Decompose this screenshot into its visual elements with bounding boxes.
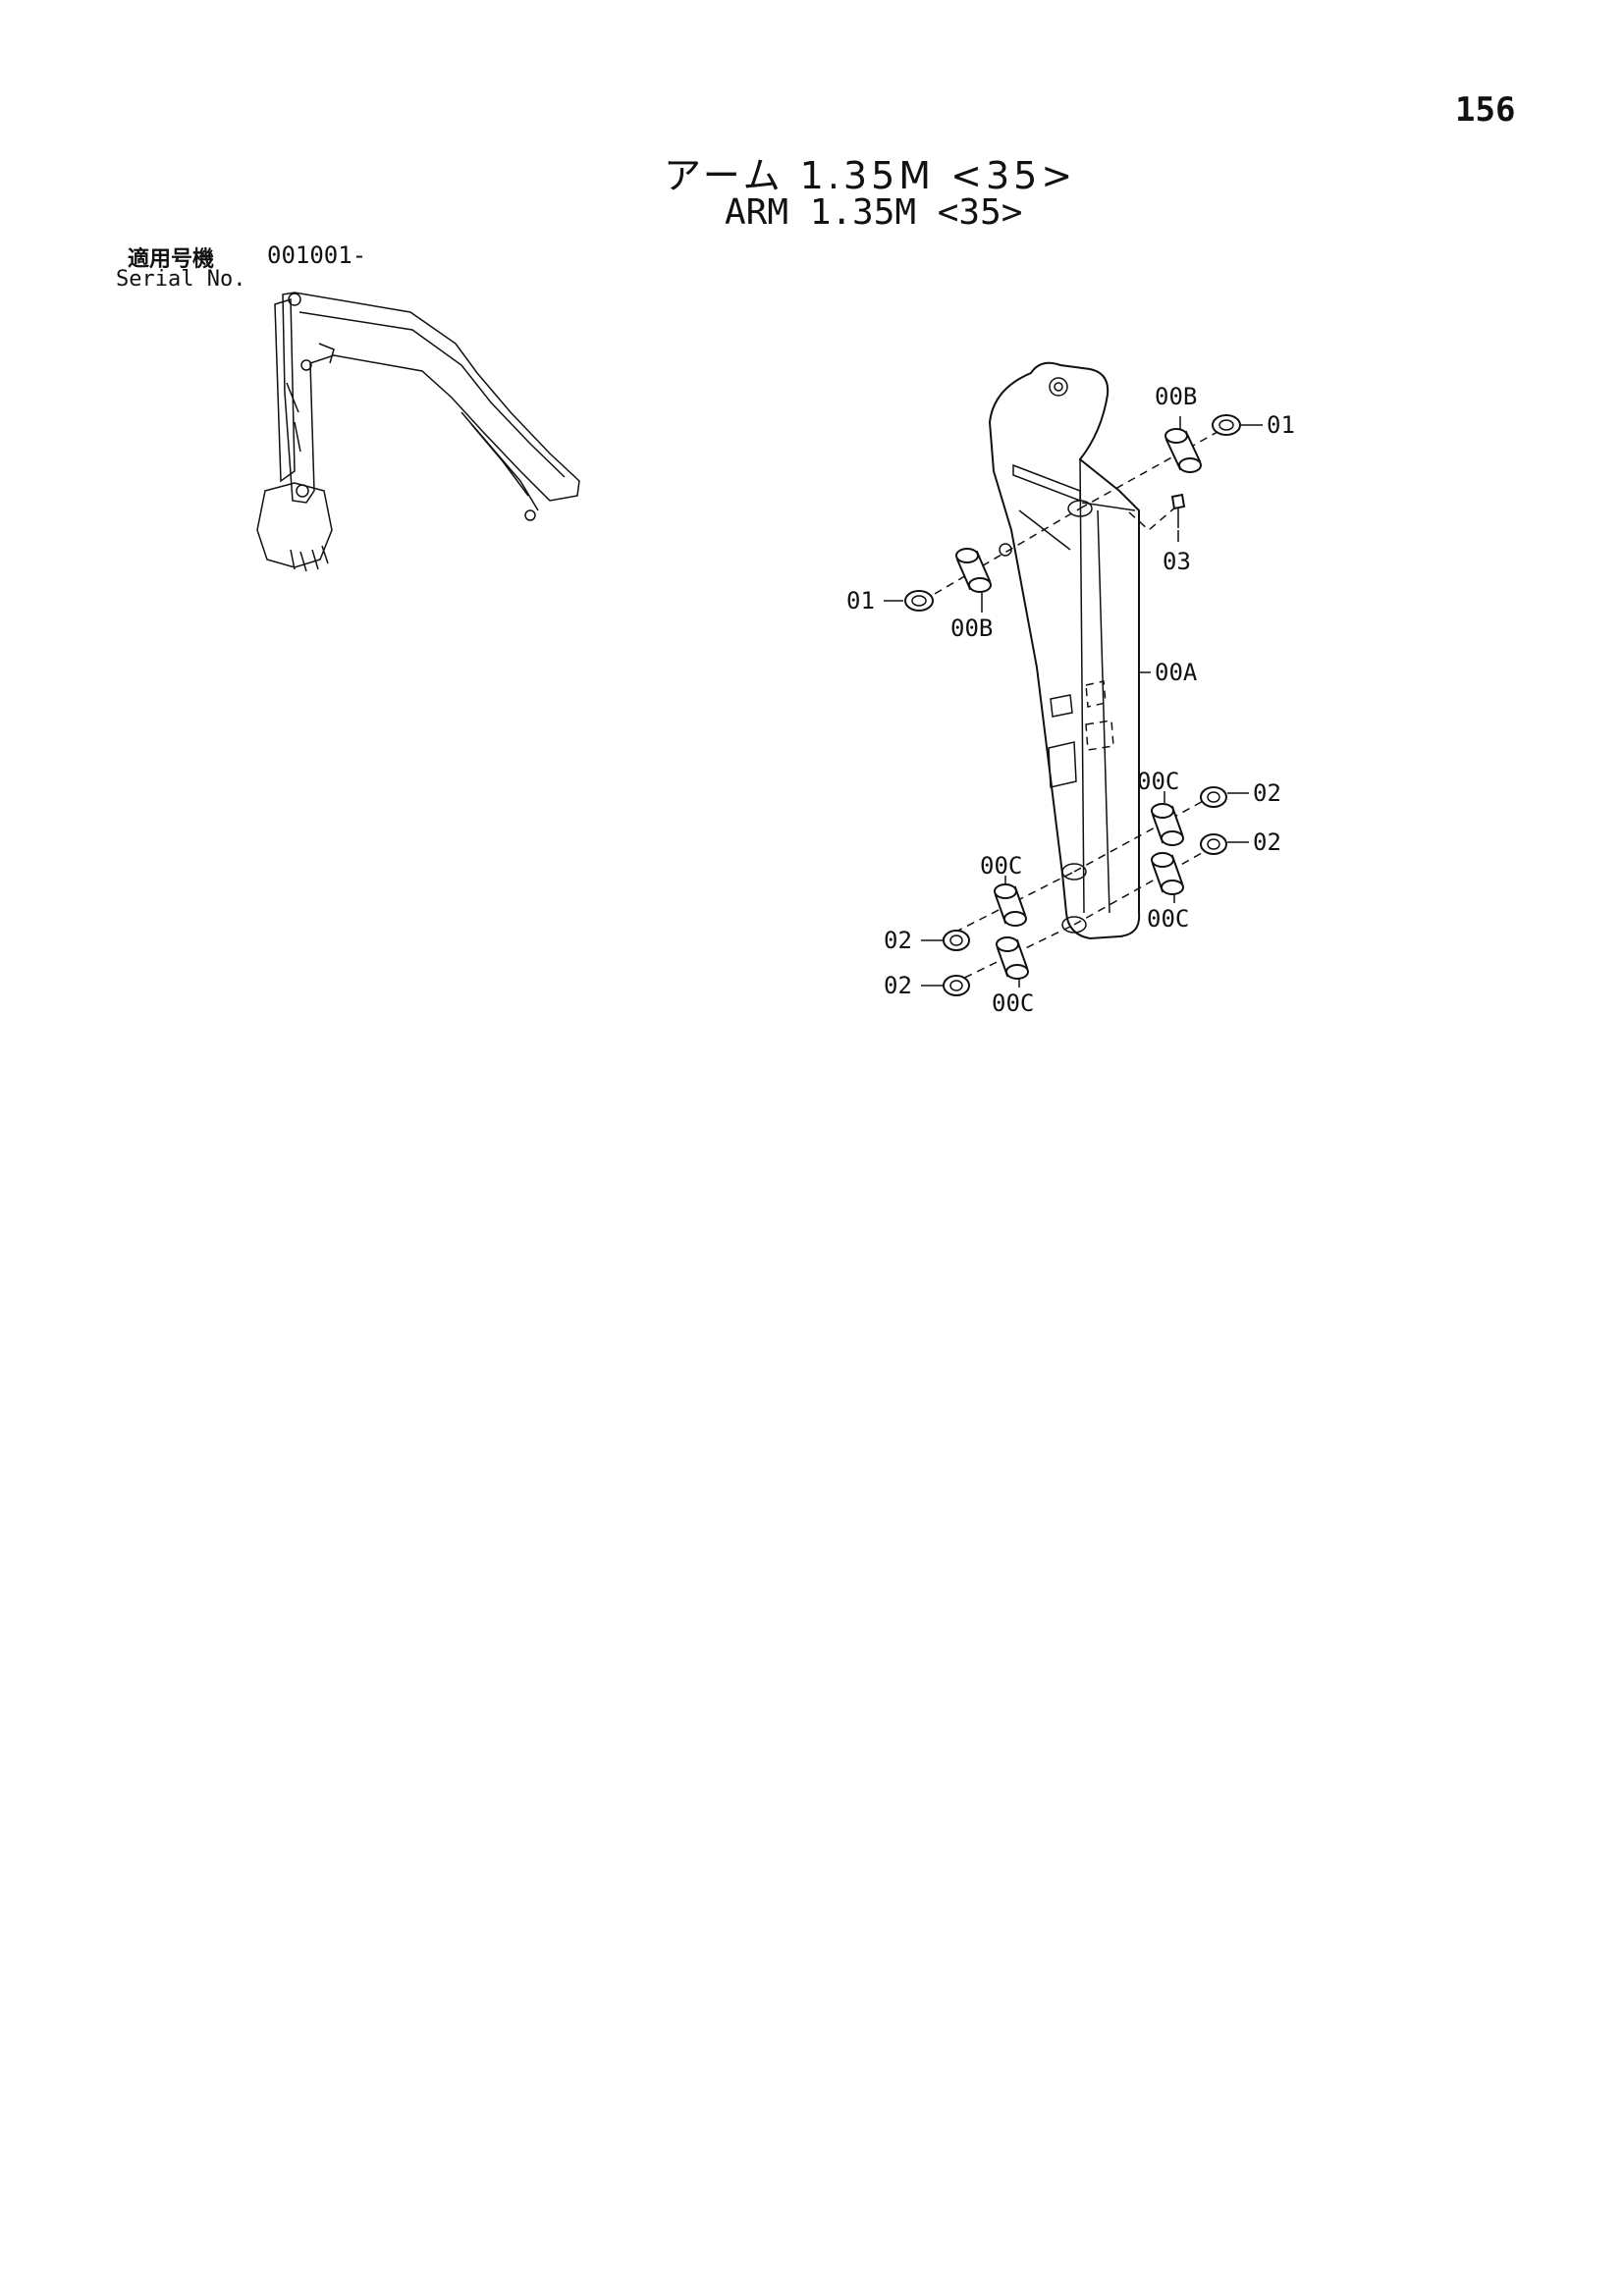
callout-02-right-lower: 02 (1253, 828, 1281, 856)
page-title-english: ARM 1.35M <35> (725, 192, 1023, 233)
callout-02-left-upper: 02 (884, 927, 912, 954)
bushing-00c-right-upper (1151, 803, 1184, 846)
bushing-00b-left (955, 548, 992, 593)
callout-00c-right-lower: 00C (1147, 905, 1189, 933)
page-number: 156 (1455, 90, 1516, 130)
bushing-00c-left-lower (996, 936, 1029, 980)
callout-02-left-lower: 02 (884, 972, 912, 999)
callout-00c-right-upper: 00C (1137, 768, 1179, 795)
callout-00c-left-upper: 00C (980, 852, 1022, 880)
ring-02-left-upper (943, 930, 970, 951)
callout-02-right-upper: 02 (1253, 779, 1281, 807)
callout-03: 03 (1163, 548, 1191, 575)
callout-01-right: 01 (1267, 411, 1295, 439)
bushing-00c-right-lower (1151, 852, 1184, 895)
bushing-00b-top (1164, 428, 1202, 473)
callout-labels: 00B 01 03 01 00B 00A 00C 02 02 00C 00C 0… (846, 383, 1295, 1017)
callout-01-left: 01 (846, 587, 875, 614)
leader-lines (884, 416, 1263, 988)
ring-02-right-lower (1200, 833, 1227, 855)
callout-00b-top: 00B (1155, 383, 1197, 410)
callout-00a: 00A (1155, 659, 1198, 686)
grease-fitting-03 (1170, 493, 1186, 528)
callout-00c-left-lower: 00C (992, 989, 1034, 1017)
callout-00b-left: 00B (950, 614, 993, 642)
serial-number-value: 001001- (267, 241, 367, 269)
ring-01-left (904, 590, 934, 612)
bushing-00c-left-upper (994, 883, 1027, 927)
arm-body (988, 361, 1141, 940)
page-title-japanese: アーム 1.35M <35> (664, 154, 1077, 197)
serial-label-english: Serial No. (116, 267, 246, 292)
ring-01-right (1212, 414, 1241, 436)
ring-02-right-upper (1200, 786, 1227, 808)
serial-label-japanese: 適用号機 (128, 247, 215, 272)
excavator-attachment-thumbnail (256, 292, 580, 572)
ring-02-left-lower (943, 975, 970, 996)
